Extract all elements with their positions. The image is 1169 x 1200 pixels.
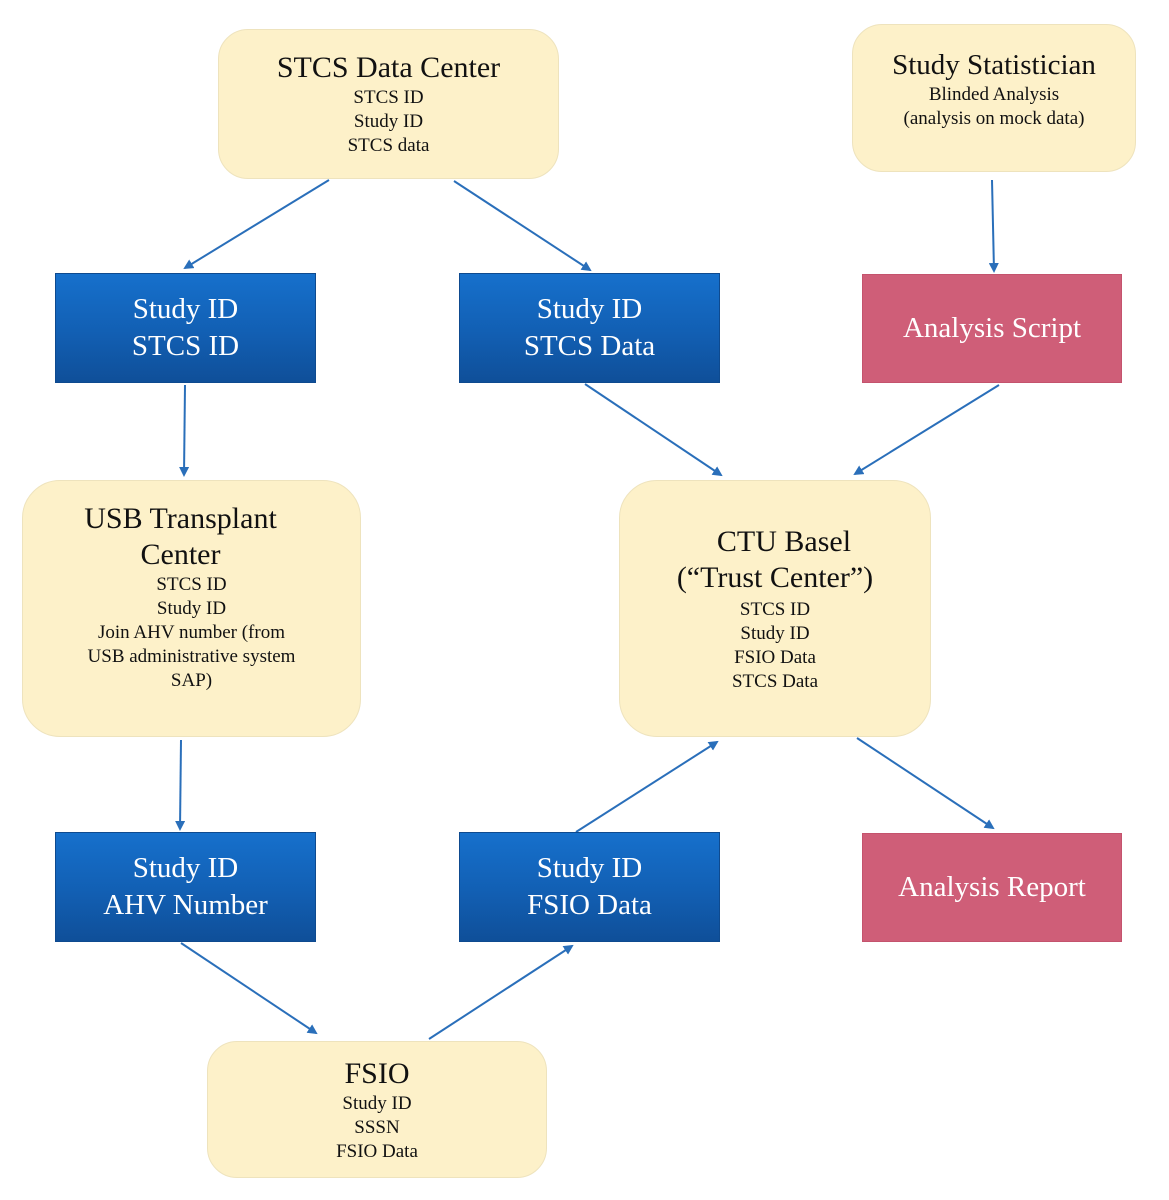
box-label: Analysis Report (898, 871, 1086, 903)
node-ctu-basel: CTU Basel (“Trust Center”) STCS ID Study… (619, 480, 931, 737)
arrow-ctu-to-analysis-report (856, 737, 995, 830)
box-label: Analysis Script (902, 312, 1082, 344)
node-title: FSIO (344, 1056, 410, 1090)
node-line: Study ID (342, 1092, 412, 1114)
node-line: FSIO Data (336, 1140, 418, 1162)
arrow-studyid-stcsdata-to-ctu (584, 383, 723, 477)
node-study-statistician: Study Statistician Blinded Analysis (ana… (852, 24, 1136, 172)
arrow-statistician-to-analysis-script (988, 179, 999, 273)
node-line: STCS Data (731, 670, 819, 692)
node-studyid-fsiodata: Study ID FSIO Data (459, 832, 720, 942)
node-analysis-report: Analysis Report (862, 833, 1122, 942)
node-line: (analysis on mock data) (903, 108, 1085, 129)
node-title: STCS Data Center (276, 51, 501, 84)
box-line: FSIO Data (527, 889, 652, 921)
node-line: STCS ID (739, 598, 811, 620)
box-line: Study ID (536, 293, 643, 325)
box-line: STCS Data (523, 330, 656, 362)
node-line: STCS ID (353, 87, 424, 108)
box-line: AHV Number (103, 889, 268, 921)
arrow-studyid-stcsid-to-usb (179, 384, 190, 477)
node-line: Blinded Analysis (928, 84, 1060, 105)
node-line: STCS data (347, 135, 430, 156)
arrow-studyid-fsiodata-to-ctu (575, 740, 719, 833)
arrow-stcs-center-to-studyid-stcsid (183, 179, 330, 270)
node-analysis-script: Analysis Script (862, 274, 1122, 383)
node-title: Study Statistician (892, 49, 1096, 81)
node-line: Study ID (156, 597, 227, 619)
node-studyid-stcsdata: Study ID STCS Data (459, 273, 720, 383)
node-line: Join AHV number (from (98, 621, 285, 643)
node-title: USB Transplant (84, 501, 277, 535)
node-line: USB administrative system (87, 645, 296, 667)
arrow-usb-to-studyid-ahv (175, 739, 186, 831)
node-title: Center (140, 537, 221, 571)
box-line: Study ID (536, 852, 643, 884)
node-line: Study ID (740, 622, 810, 644)
node-title: CTU Basel (716, 524, 852, 558)
node-usb-transplant-center: USB Transplant Center STCS ID Study ID J… (22, 480, 361, 737)
arrow-studyid-ahv-to-fsio (180, 942, 318, 1035)
arrow-fsio-to-studyid-fsiodata (428, 944, 574, 1040)
box-line: STCS ID (131, 330, 240, 362)
arrow-stcs-center-to-studyid-stcsdata (453, 180, 592, 272)
node-title: (“Trust Center”) (676, 560, 874, 594)
node-line: SAP) (170, 669, 213, 691)
node-fsio: FSIO Study ID SSSN FSIO Data (207, 1041, 547, 1178)
node-line: STCS ID (156, 573, 227, 595)
arrow-analysis-script-to-ctu (853, 384, 1000, 476)
box-line: Study ID (132, 852, 239, 884)
node-line: SSSN (354, 1116, 400, 1138)
node-line: Study ID (353, 111, 424, 132)
box-line: Study ID (132, 293, 239, 325)
node-stcs-data-center: STCS Data Center STCS ID Study ID STCS d… (218, 29, 559, 179)
node-line: FSIO Data (734, 646, 816, 668)
node-studyid-stcsid: Study ID STCS ID (55, 273, 316, 383)
node-studyid-ahv: Study ID AHV Number (55, 832, 316, 942)
